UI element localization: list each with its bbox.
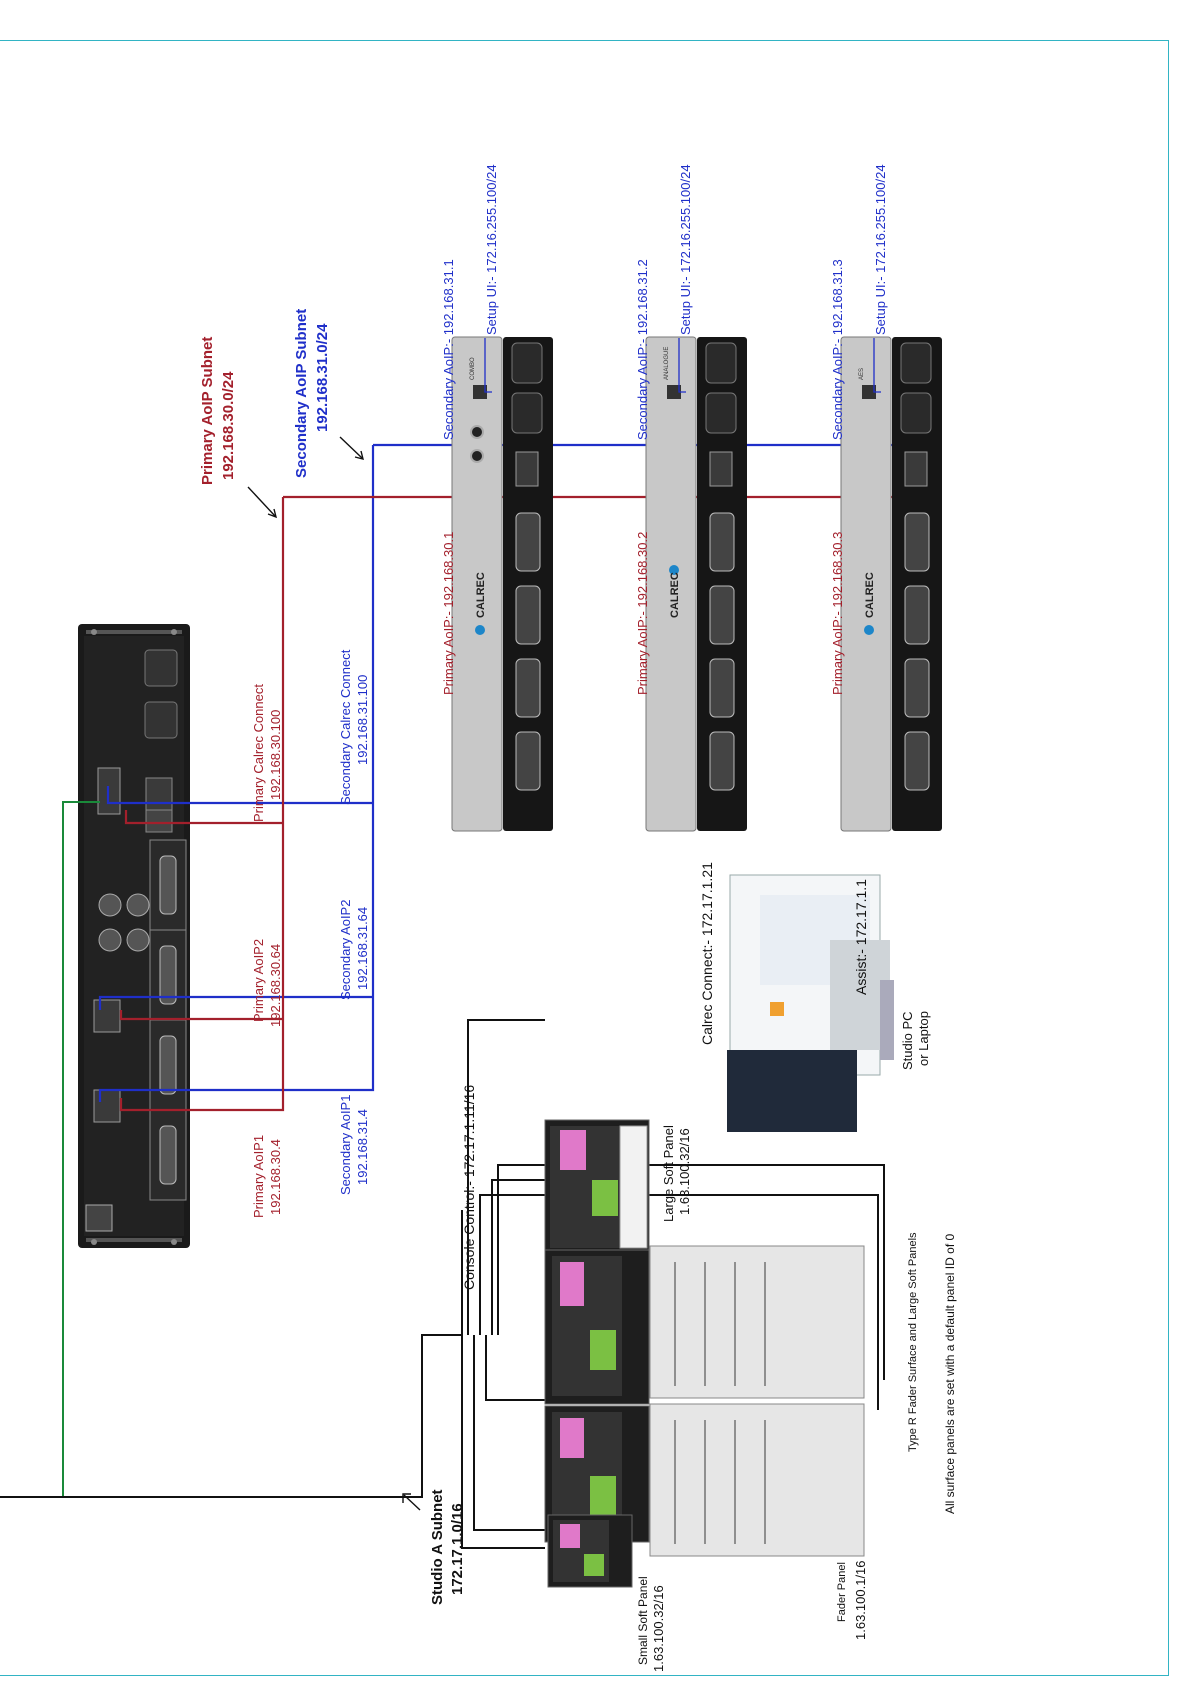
io-unit-combo	[451, 336, 553, 832]
core-rack	[78, 624, 190, 1248]
calrec-connect-label: Calrec Connect:- 172.17.1.21	[699, 862, 715, 1045]
surface-note: Type R Fader Surface and Large Soft Pane…	[907, 1232, 919, 1452]
secondary-subnet-title: Secondary AoIP Subnet	[293, 309, 310, 478]
studio-pc-label-2: or Laptop	[916, 1011, 931, 1066]
page-border	[0, 40, 1169, 1676]
io1-brand: CALREC	[475, 572, 487, 618]
io1-secondary-label: Secondary AoIP:- 192.168.31.1	[441, 259, 456, 440]
io2-brand: CALREC	[669, 572, 681, 618]
subnet-arrows	[247, 436, 421, 1511]
fader-panel-ip: 1.63.100.1/16	[853, 1560, 868, 1640]
studio-pc-label: Studio PC	[900, 1011, 915, 1070]
large-soft-panel-label: Large Soft Panel	[661, 1125, 676, 1222]
io3-brand: CALREC	[864, 572, 876, 618]
io2-setup-label: Setup UI:- 172.16.255.100/24	[678, 164, 693, 335]
secondary-aoip2-ip: 192.168.31.64	[355, 907, 370, 990]
studio-subnet-title: Studio A Subnet	[429, 1489, 446, 1605]
primary-aoip1-ip: 192.168.30.4	[268, 1139, 283, 1215]
studio-subnet-value: 172.17.1.0/16	[449, 1503, 466, 1595]
io2-secondary-label: Secondary AoIP:- 192.168.31.2	[635, 259, 650, 440]
primary-connect-label: Primary Calrec Connect	[251, 684, 266, 822]
primary-connect-ip: 192.168.30.100	[268, 710, 283, 800]
small-soft-panel	[547, 1514, 633, 1588]
io2-name: ANALOGUE	[664, 347, 670, 380]
secondary-aoip1-label: Secondary AoIP1	[338, 1095, 353, 1195]
io1-name: COMBO	[470, 357, 476, 380]
secondary-connect-ip: 192.168.31.100	[355, 675, 370, 765]
io2-primary-label: Primary AoIP:- 192.168.30.2	[635, 532, 650, 695]
primary-network-lines	[119, 485, 930, 1112]
io3-secondary-label: Secondary AoIP:- 192.168.31.3	[830, 259, 845, 440]
io-unit-analogue	[645, 336, 747, 832]
panel-id-note: All surface panels are set with a defaul…	[943, 1234, 957, 1514]
large-soft-panel	[544, 1119, 650, 1255]
primary-aoip1-label: Primary AoIP1	[251, 1135, 266, 1218]
setup-port-lines	[484, 338, 881, 393]
secondary-connect-label: Secondary Calrec Connect	[338, 649, 353, 805]
small-soft-panel-ip: 1.63.100.32/16	[651, 1585, 666, 1672]
fader-panel-label: Fader Panel	[836, 1562, 848, 1622]
console-control-label: Console Control:- 172.17.1.11/16	[461, 1085, 477, 1290]
secondary-aoip2-label: Secondary AoIP2	[338, 900, 353, 1000]
primary-subnet-value: 192.168.30.0/24	[220, 371, 237, 480]
small-soft-panel-label: Small Soft Panel	[636, 1576, 650, 1665]
large-soft-panel-ip: 1.63.100.32/16	[677, 1128, 692, 1215]
assist-label: Assist:- 172.17.1.1	[853, 879, 869, 995]
io1-primary-label: Primary AoIP:- 192.168.30.1	[441, 532, 456, 695]
io1-setup-label: Setup UI:- 172.16.255.100/24	[484, 164, 499, 335]
primary-subnet-title: Primary AoIP Subnet	[199, 337, 216, 485]
io3-setup-label: Setup UI:- 172.16.255.100/24	[873, 164, 888, 335]
control-network-lines	[0, 801, 885, 1549]
io3-primary-label: Primary AoIP:- 192.168.30.3	[830, 532, 845, 695]
secondary-subnet-value: 192.168.31.0/24	[314, 323, 331, 432]
io-unit-aes	[840, 336, 942, 832]
io3-name: AES	[859, 368, 865, 380]
primary-aoip2-ip: 192.168.30.64	[268, 944, 283, 1027]
secondary-aoip1-ip: 192.168.31.4	[355, 1109, 370, 1185]
studio-pc	[727, 874, 894, 1132]
fader-strips	[674, 1262, 766, 1544]
primary-aoip2-label: Primary AoIP2	[251, 939, 266, 1022]
